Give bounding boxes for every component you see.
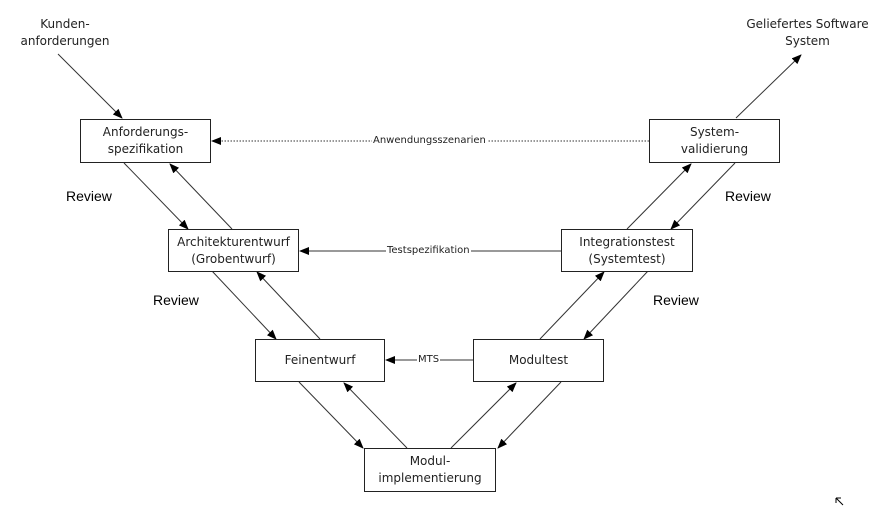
box-module-test: Modultest xyxy=(473,339,604,382)
box-requirements-spec: Anforderungs- spezifikation xyxy=(80,119,211,163)
arrow-arch-to-fine xyxy=(211,270,277,340)
arrow-fine-to-arch xyxy=(256,271,321,340)
box-architecture-design: Architekturentwurf (Grobentwurf) xyxy=(168,229,299,272)
cursor-icon xyxy=(835,497,844,506)
arrow-impl-to-fine xyxy=(343,382,408,449)
arrow-integ-to-unit xyxy=(583,270,649,340)
box-integration-test: Integrationstest (Systemtest) xyxy=(561,229,693,272)
arrow-unit-to-integ xyxy=(539,271,605,340)
customer-requirements-label: Kunden- anforderungen xyxy=(20,17,110,48)
review-label-4: Review xyxy=(653,292,699,308)
arrow-impl-to-unit xyxy=(450,382,517,449)
testspec-label: Testspezifikation xyxy=(386,245,471,257)
arrow-fine-to-impl xyxy=(298,381,364,449)
box-module-implementation: Modul- implementierung xyxy=(364,448,496,492)
arrow-req-to-arch xyxy=(123,162,189,230)
review-label-3: Review xyxy=(153,292,199,308)
box-system-validation: System- validierung xyxy=(649,119,780,163)
arrow-arch-to-req xyxy=(169,163,233,230)
scenarios-label: Anwendungsszenarien xyxy=(372,135,487,147)
arrow-valid-to-output xyxy=(735,54,802,119)
arrow-valid-to-integ xyxy=(670,162,736,230)
arrow-integ-to-valid xyxy=(626,163,692,230)
box-detailed-design: Feinentwurf xyxy=(255,339,385,382)
arrow-customer-to-req xyxy=(57,53,123,119)
review-label-1: Review xyxy=(66,188,112,204)
mts-label: MTS xyxy=(417,354,441,366)
review-label-2: Review xyxy=(725,188,771,204)
delivered-system-label: Geliefertes Software System xyxy=(746,17,869,48)
arrow-unit-to-impl xyxy=(497,381,562,449)
